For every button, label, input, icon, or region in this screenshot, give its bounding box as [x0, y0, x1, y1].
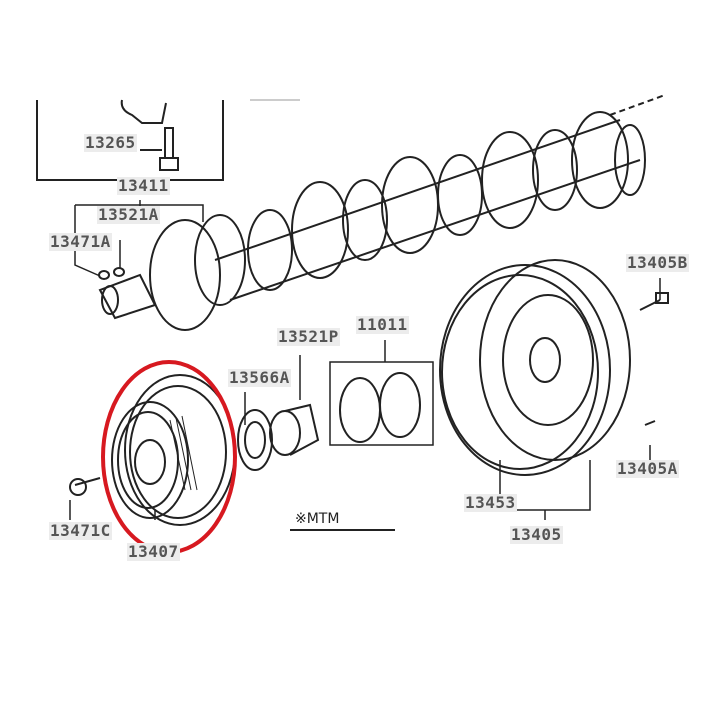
part-label-11011[interactable]: 11011	[356, 315, 409, 334]
part-label-13405B[interactable]: 13405B	[626, 253, 689, 272]
timing-gear-parts	[237, 372, 421, 471]
part-label-13411[interactable]: 13411	[117, 176, 170, 195]
leader-lines	[69, 200, 661, 520]
part-label-13453[interactable]: 13453	[464, 493, 517, 512]
part-label-13521A[interactable]: 13521A	[97, 205, 160, 224]
part-label-13471C[interactable]: 13471C	[49, 521, 112, 540]
part-label-13265[interactable]: 13265	[84, 133, 137, 152]
part-label-13566A[interactable]: 13566A	[228, 368, 291, 387]
crankshaft	[98, 111, 646, 331]
crankshaft-pulley	[69, 374, 236, 526]
flywheel	[290, 259, 669, 531]
part-label-13471A[interactable]: 13471A	[49, 232, 112, 251]
mtm-note: ※MTM	[295, 511, 340, 527]
part-label-13405[interactable]: 13405	[510, 525, 563, 544]
part-label-13407[interactable]: 13407	[127, 542, 180, 561]
part-label-13405A[interactable]: 13405A	[616, 459, 679, 478]
part-label-13521P[interactable]: 13521P	[277, 327, 340, 346]
